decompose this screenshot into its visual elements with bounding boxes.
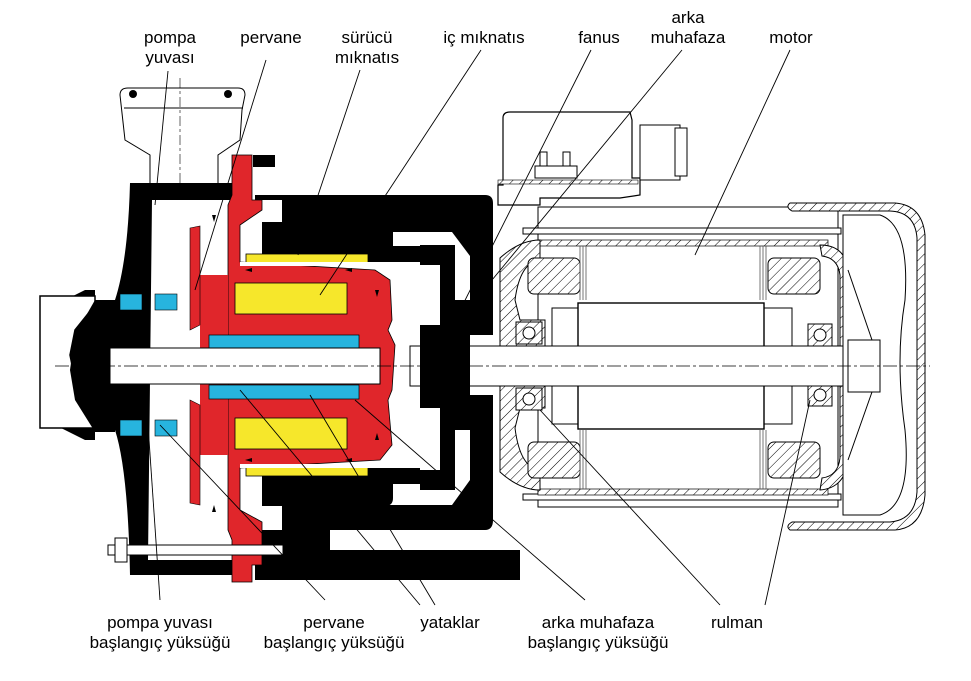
label-ic-miknatis: iç mıknatıs (443, 28, 524, 48)
bottom-bolt (107, 544, 284, 556)
inner-magnet-bottom (234, 417, 348, 450)
impeller-wear-ring-top (154, 293, 178, 311)
fan-cover (787, 202, 926, 531)
label-line: sürücü (341, 28, 393, 47)
inlet-cone (70, 300, 115, 432)
label-line: fanus (578, 28, 620, 47)
label-line: mıknatıs (334, 48, 400, 67)
label-pervane: pervane (240, 28, 301, 48)
label-line: başlangıç yüksüğü (263, 633, 405, 652)
drive-magnet-bottom (245, 466, 369, 477)
label-surucu-miknatis: sürücü mıknatıs (335, 28, 399, 68)
leader-lines (147, 49, 811, 606)
label-motor: motor (769, 28, 812, 48)
stator-shell-top (537, 239, 829, 247)
label-pervane-baslangic: pervane başlangıç yüksüğü (264, 613, 405, 653)
label-line: muhafaza (650, 28, 726, 47)
label-line: başlangıç yüksüğü (527, 633, 669, 652)
inner-magnet-top (234, 282, 348, 315)
lantern-bracket (420, 245, 470, 490)
cable-gland-nut (674, 127, 688, 177)
impeller-shroud-top (189, 225, 201, 331)
bottom-bolt-head (114, 537, 128, 563)
label-line: iç mıknatıs (443, 28, 525, 47)
bearing-sleeve-top (208, 334, 360, 350)
label-line: arka (671, 8, 705, 27)
label-arka-muhafaza: arka muhafaza (651, 8, 726, 48)
label-pompa-yuvasi: pompa yuvası (144, 28, 196, 68)
label-fanus: fanus (578, 28, 620, 48)
discharge-nozzle (119, 87, 246, 186)
label-line: başlangıç yüksüğü (89, 633, 231, 652)
flange-bolt-block (253, 155, 275, 167)
label-yataklar: yataklar (420, 613, 480, 633)
pump-assembly (39, 87, 520, 583)
housing-wear-ring-top (119, 293, 143, 311)
terminal-box-strip (497, 179, 639, 185)
label-line: pompa (144, 28, 196, 47)
label-rulman: rulman (711, 613, 763, 633)
winding-bottom-left (527, 441, 581, 479)
flow-arrows (212, 215, 379, 512)
label-pompa-yuvasi-baslangic: pompa yuvası başlangıç yüksüğü (90, 613, 231, 653)
stator-shell-bottom (537, 488, 829, 496)
winding-top-right (767, 257, 821, 295)
tie-rod-top (522, 227, 842, 235)
rear-casing-bottom (255, 395, 520, 580)
label-line: rulman (711, 613, 763, 632)
containment-gap-bottom (240, 464, 380, 468)
housing-wear-ring-bottom (119, 419, 143, 437)
label-line: pervane (240, 28, 302, 47)
impeller-shroud-bottom (189, 399, 201, 506)
impeller-wear-ring-bottom (154, 419, 178, 437)
oring-left (129, 90, 137, 98)
label-arka-muhafaza-baslangic: arka muhafaza başlangıç yüksüğü (528, 613, 669, 653)
label-line: pompa yuvası (107, 613, 213, 632)
drive-magnet-carrier-top (262, 222, 420, 262)
containment-gap-top (240, 262, 380, 266)
bearing-sleeve-bottom (208, 384, 360, 400)
label-line: yataklar (420, 613, 480, 632)
terminal-base (534, 165, 578, 179)
stator-laminations (579, 246, 767, 489)
drive-magnet-carrier-bottom (262, 468, 420, 506)
label-line: motor (769, 28, 813, 47)
winding-top-left (527, 257, 581, 295)
front-bearing (515, 321, 543, 411)
winding-bottom-right (767, 441, 821, 479)
oring-right (224, 90, 232, 98)
label-line: pervane (303, 613, 365, 632)
label-line: arka muhafaza (541, 613, 655, 632)
label-line: yuvası (145, 48, 195, 67)
drive-magnet-top (245, 253, 369, 264)
cable-gland (639, 124, 681, 181)
